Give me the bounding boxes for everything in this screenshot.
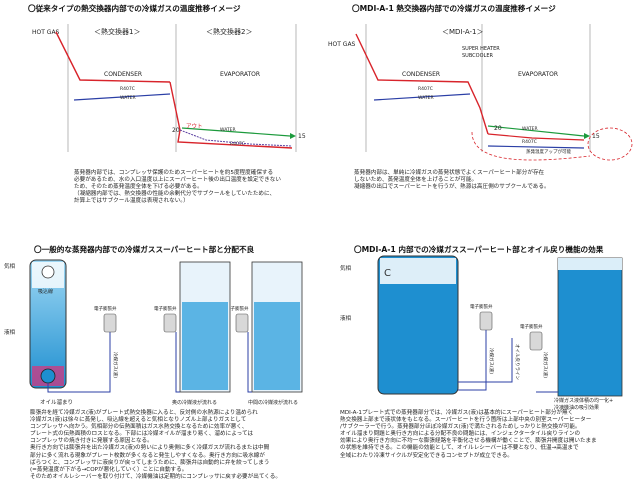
q3-valve-1-label: 電子膨張弁 — [94, 305, 117, 312]
q1-r407c-b: R407C — [230, 141, 245, 147]
q4-valve-1 — [479, 311, 493, 331]
q4-valve-2 — [529, 331, 543, 351]
q3-valve-1 — [103, 313, 117, 333]
q3-diagram: 気相 液相 吸込線 冷媒ガス(液) 電子膨張弁 電子膨張弁 電子膨張弁 奥の冷媒… — [4, 259, 303, 406]
q3-liq-label: 液相 — [4, 328, 16, 336]
q1-refrigerant-line-condenser — [55, 31, 171, 83]
q4-plate-body — [377, 255, 459, 395]
q3-valve-2 — [163, 313, 177, 333]
q3-stack-mid-water — [254, 302, 300, 390]
q1-condenser-label: CONDENSER — [104, 71, 142, 78]
q4-tube-bank-top — [558, 258, 622, 270]
q2-mdi-label: ＜MDI-A-1＞ — [442, 28, 483, 36]
q1-hx1-label: ＜熱交換器1＞ — [94, 27, 140, 36]
q2-water-a: WATER — [418, 95, 434, 101]
q3-caption-mid: 中間の冷媒液が流れる — [248, 399, 298, 406]
q3-inlet-pipe — [47, 332, 111, 393]
q3-pipe-label: 吸込線 — [38, 288, 53, 295]
q1-water-line-evaporator — [181, 127, 291, 137]
q4-tube-bank — [557, 257, 623, 397]
q2-water-line-evaporator — [487, 125, 585, 137]
q2-refrigerant-base — [487, 145, 585, 149]
q4-inlet-pipe — [458, 330, 487, 391]
q2-water-arrowhead — [584, 133, 590, 139]
q1-hotgas-label: HOT GAS — [32, 29, 60, 36]
q2-dashed-connector — [471, 131, 591, 161]
q2-up-label: 蒸発温度アップが可能 — [526, 148, 571, 155]
q4-caption-line-2: 冷凍機油の吸引効果 — [554, 404, 599, 411]
q3-valve-3 — [235, 313, 249, 333]
q4-liq-label: 液相 — [340, 314, 352, 322]
q3-gas-label: 気相 — [4, 262, 16, 270]
q2-in-temp: 20 — [494, 125, 502, 132]
q4-inflow-label: 冷媒ガス(液) — [488, 348, 495, 374]
panel-mdi-evaporator: 〇MDI-A-1 内部での冷媒ガススーパーヒート部とオイル戻り機能の効果 気相 … — [322, 245, 644, 500]
q4-title: 〇MDI-A-1 内部での冷媒ガススーパーヒート部とオイル戻り機能の効果 — [354, 245, 604, 254]
q1-hx2-label: ＜熱交換器2＞ — [206, 27, 252, 36]
panel-conventional-temperature: 〇従来タイプの熱交換器内部での冷媒ガスの温度推移イメージ HOT GAS ＜熱交… — [0, 0, 322, 250]
q1-in-temp: 20 — [172, 127, 180, 134]
q1-superheat-band — [179, 129, 293, 147]
q4-diagram: 気相 液相 C 電子膨張弁 電子膨張弁 冷媒ガス(液) オイル戻りライン 冷媒ガ… — [340, 255, 623, 411]
q3-caption-back: 奥の冷媒液が流れる — [172, 399, 217, 406]
q2-evaporator-label: EVAPORATOR — [518, 71, 558, 78]
q2-condenser-label: CONDENSER — [402, 71, 440, 78]
q2-water-b: WATER — [522, 126, 538, 132]
q1-diagram: HOT GAS ＜熱交換器1＞ ＜熱交換器2＞ CONDENSER EVAPOR… — [32, 24, 306, 152]
q2-r407c-b: R407C — [522, 139, 537, 145]
q3-stack-back-pipe — [175, 332, 180, 393]
q2-hotgas-label: HOT GAS — [328, 41, 356, 48]
q1-r407c-a: R407C — [120, 86, 135, 92]
q3-bottom-port — [40, 368, 56, 384]
q1-out-label: アウト — [186, 122, 203, 130]
q4-caption-line-1: 冷媒ガス液体積の均一化+ — [554, 397, 613, 404]
q3-title: 〇一般的な蒸発器内部での冷媒ガススーパーヒート部と分配不良 — [34, 245, 255, 254]
q3-valve-3-label: 電子膨張弁 — [226, 305, 249, 312]
q4-plate-top — [380, 258, 456, 284]
q2-r407c-a: R407C — [418, 86, 433, 92]
panel-conventional-evaporator: 〇一般的な蒸発器内部での冷媒ガススーパーヒート部と分配不良 気相 液相 吸込線 … — [0, 245, 322, 500]
q3-oil-label: オイル溜まり — [40, 398, 73, 406]
q3-description: 膨張弁を経て冷媒ガス(液)がプレート式熱交換器に入ると、反対側の水熱源により温め… — [30, 410, 281, 480]
q2-water-line-condenser — [373, 93, 471, 101]
q2-title: 〇MDI-A-1 熱交換器内部での冷媒ガスの温度推移イメージ — [352, 4, 556, 13]
q3-top-port — [41, 265, 55, 279]
q2-highlight-ellipse — [587, 127, 633, 161]
q4-gas-label: 気相 — [340, 264, 352, 272]
q1-water-a: WATER — [120, 95, 136, 101]
q2-subcooler-label: SUBCOOLER — [462, 53, 493, 59]
q2-refrigerant-line-evaporator — [487, 133, 585, 141]
q2-out-temp: 15 — [592, 133, 600, 140]
q4-valve-2-label: 電子膨張弁 — [520, 323, 543, 330]
q4-oil-return-pipe — [458, 338, 513, 383]
q2-superheater-label: SUPER HEATER — [462, 46, 500, 52]
q1-description: 蒸発器内部では、コンプレッサ保護のためスーパーヒートを約5度程度確保する 必要が… — [74, 170, 281, 205]
q2-diagram: HOT GAS ＜MDI-A-1＞ SUPER HEATER SUBCOOLER… — [328, 24, 633, 161]
q3-valve-2-label: 電子膨張弁 — [154, 305, 177, 312]
q4-description: MDI-A-1プレート式での蒸発器部分では、冷媒ガス(液)は基本的にスーパーヒー… — [340, 410, 597, 459]
q1-water-b: WATER — [220, 127, 236, 133]
q1-out-temp: 15 — [298, 133, 306, 140]
q3-stack-mid-pipe — [247, 332, 252, 393]
q4-port-c: C — [384, 268, 391, 279]
q2-description: 蒸発器内部は、単純に冷媒ガスの蒸発状態でよくスーパーヒート部分が存在 しないため… — [354, 170, 550, 191]
q4-oil-return-label: オイル戻りライン — [514, 344, 521, 380]
q2-refrigerant-line-condenser — [355, 33, 489, 135]
panel-mdi-temperature: 〇MDI-A-1 熱交換器内部での冷媒ガスの温度推移イメージ HOT GAS ＜… — [322, 0, 644, 250]
q1-water-line-condenser — [73, 93, 171, 101]
q1-water-arrowhead — [290, 133, 296, 139]
q3-inflow-label: 冷媒ガス(液) — [112, 352, 119, 378]
q1-evaporator-label: EVAPORATOR — [220, 71, 260, 78]
q4-valve-1-label: 電子膨張弁 — [470, 303, 493, 310]
q1-title: 〇従来タイプの熱交換器内部での冷媒ガスの温度推移イメージ — [28, 4, 241, 13]
q4-inflow2-label: 冷媒ガス(液) — [542, 352, 549, 378]
q3-stack-back-water — [182, 302, 228, 390]
q1-refrigerant-drop — [169, 81, 293, 149]
